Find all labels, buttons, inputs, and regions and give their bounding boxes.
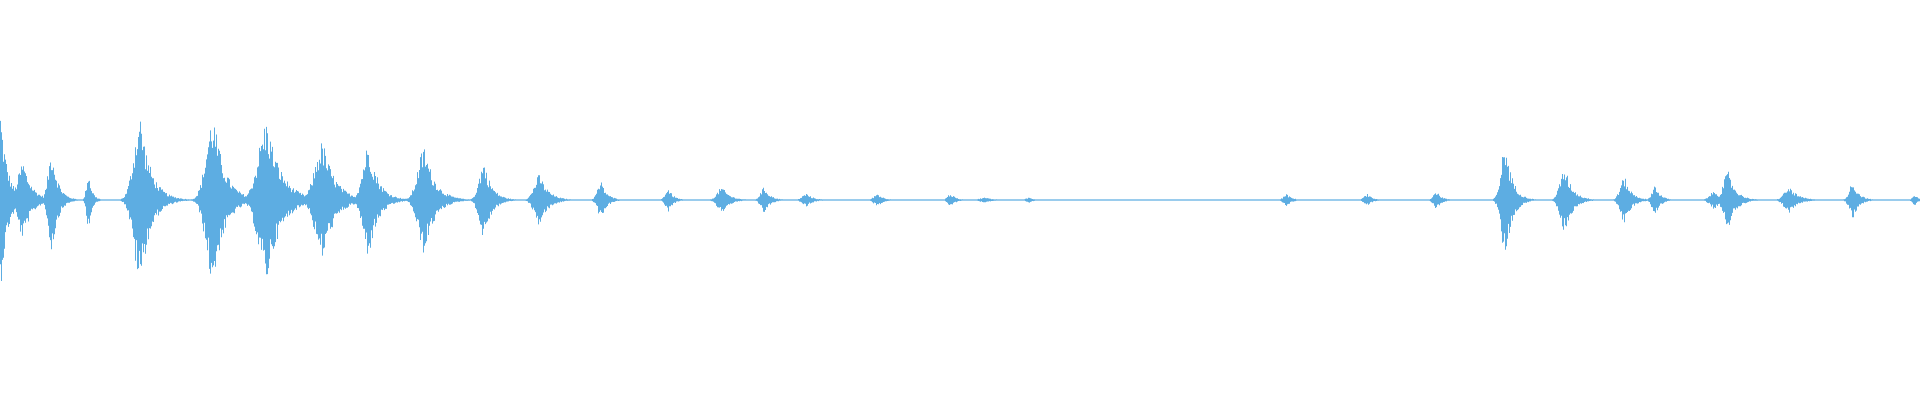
waveform-bars (0, 120, 1920, 281)
waveform-path (0, 120, 1920, 281)
